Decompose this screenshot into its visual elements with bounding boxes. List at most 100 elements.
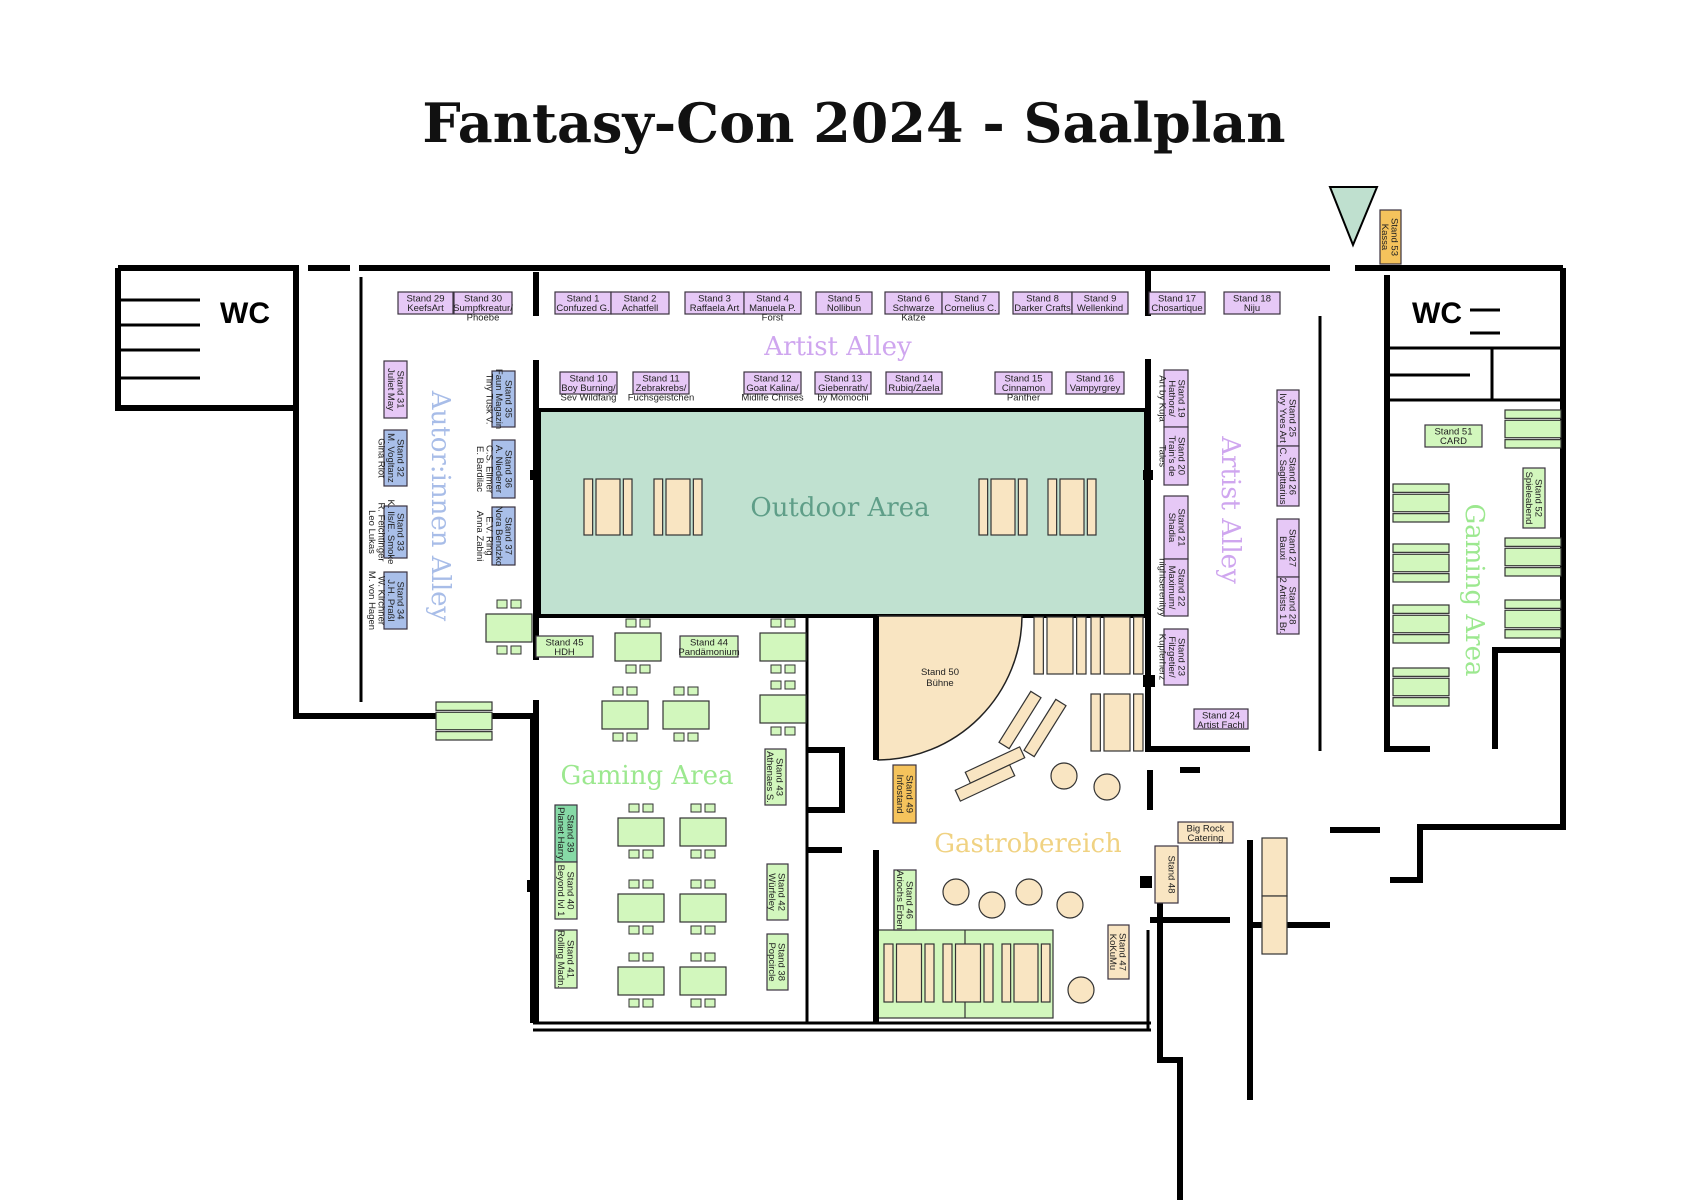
stand-name: Rubiq/Zaela <box>888 383 940 394</box>
stand-name: Zebrakrebs/ <box>636 383 687 394</box>
outdoor-area <box>537 408 1148 618</box>
stand-28[interactable]: Stand 282 Artists 1 Br. <box>1276 576 1300 635</box>
chair-icon <box>625 664 637 674</box>
stand-name: Chosartique <box>1151 303 1202 314</box>
stand-name: CARD <box>1440 436 1467 447</box>
chair-icon <box>496 645 508 655</box>
stand-box <box>1424 424 1483 448</box>
round-table <box>1056 891 1084 919</box>
stand-label: Stand 28 <box>1287 586 1298 624</box>
chair-icon <box>642 952 654 962</box>
stand-box <box>766 933 789 991</box>
stand-26[interactable]: Stand 26C. Sagittarius <box>1276 445 1300 507</box>
gaming-bench <box>1504 409 1562 449</box>
stand-name: Faun Magazin <box>493 369 504 429</box>
chair-icon <box>628 849 640 859</box>
stand-name: Rolling Madn. <box>555 930 566 988</box>
stand-label: Stand 23 <box>1176 638 1187 676</box>
stand-name: Artist Fachl <box>1197 720 1245 731</box>
stand-label: Stand 2 <box>624 294 657 305</box>
gaming-bench <box>1504 537 1562 577</box>
chair-icon <box>784 664 796 674</box>
gaming-table <box>601 686 649 742</box>
chair-icon <box>626 686 638 696</box>
stand-name: Vampyrgrey <box>1070 383 1121 394</box>
chair-icon <box>642 998 654 1008</box>
stand-box <box>491 506 516 566</box>
gaming-table <box>679 803 727 859</box>
stand-48[interactable]: Stand 48 <box>1154 845 1179 904</box>
stand-name: Filzgetier/ <box>1166 636 1177 678</box>
chair-icon <box>704 849 716 859</box>
stand-extra-name: Tiny Tusk V. <box>484 373 495 424</box>
gastro-bench <box>1001 943 1051 1003</box>
stand-label: Stand 29 <box>406 294 444 305</box>
stand-box <box>1522 467 1546 529</box>
stand-label: Stand 32 <box>395 439 406 477</box>
gaming-table <box>679 879 727 935</box>
gaming-table <box>617 879 665 935</box>
chair-icon <box>625 618 637 628</box>
stand-name: Train's de <box>1166 435 1177 476</box>
stand-label: Stand 22 <box>1176 568 1187 606</box>
stand-label: Stand 18 <box>1233 294 1271 305</box>
stand-name: Kassa <box>1379 224 1390 251</box>
chair-icon <box>704 879 716 889</box>
stand-name: Ivy Yves Art <box>1277 393 1288 443</box>
stand-name: Popcircle <box>766 942 777 981</box>
chair-icon <box>673 686 685 696</box>
